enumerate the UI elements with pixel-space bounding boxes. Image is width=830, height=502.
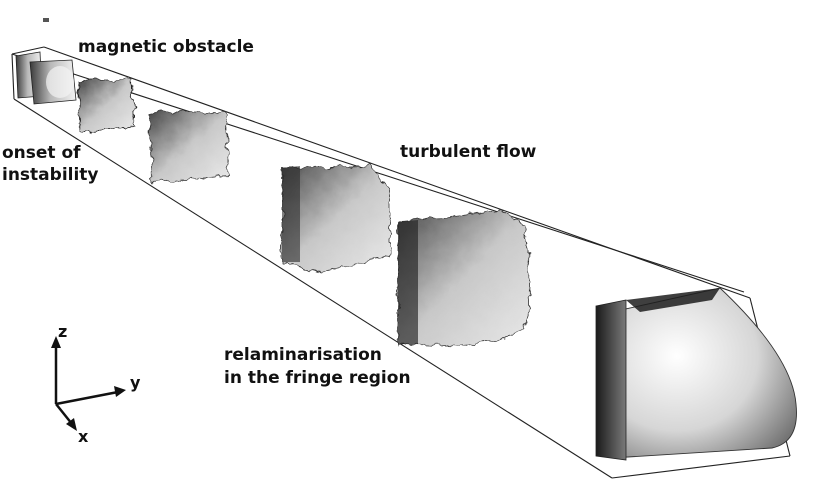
x-axis bbox=[55, 403, 73, 425]
label-turbulent-flow: turbulent flow bbox=[400, 142, 537, 162]
slice-relaminarised bbox=[595, 287, 797, 461]
marker-icon bbox=[43, 18, 49, 22]
label-onset-line2: instability bbox=[2, 165, 99, 185]
slice-magnetic-obstacle bbox=[29, 59, 77, 105]
label-magnetic-obstacle: magnetic obstacle bbox=[78, 37, 254, 57]
axis-label-x: x bbox=[78, 427, 89, 446]
channel-outline bbox=[11, 46, 791, 479]
label-onset-line1: onset of bbox=[2, 143, 81, 163]
x-axis-arrow-icon bbox=[66, 418, 77, 431]
slice-turbulent bbox=[281, 165, 391, 273]
axis-label-y: y bbox=[130, 373, 141, 392]
y-axis-arrow-icon bbox=[114, 386, 126, 397]
slice-developing bbox=[149, 111, 229, 183]
z-axis-arrow-icon bbox=[51, 336, 61, 348]
y-axis bbox=[55, 390, 119, 406]
slice-turbulent-large bbox=[397, 209, 531, 347]
axis-label-z: z bbox=[58, 322, 67, 341]
slice-onset bbox=[77, 79, 135, 133]
label-relam-line1: relaminarisation bbox=[224, 345, 382, 365]
coordinate-axes: z y x bbox=[51, 322, 141, 446]
label-relam-line2: in the fringe region bbox=[224, 368, 411, 388]
